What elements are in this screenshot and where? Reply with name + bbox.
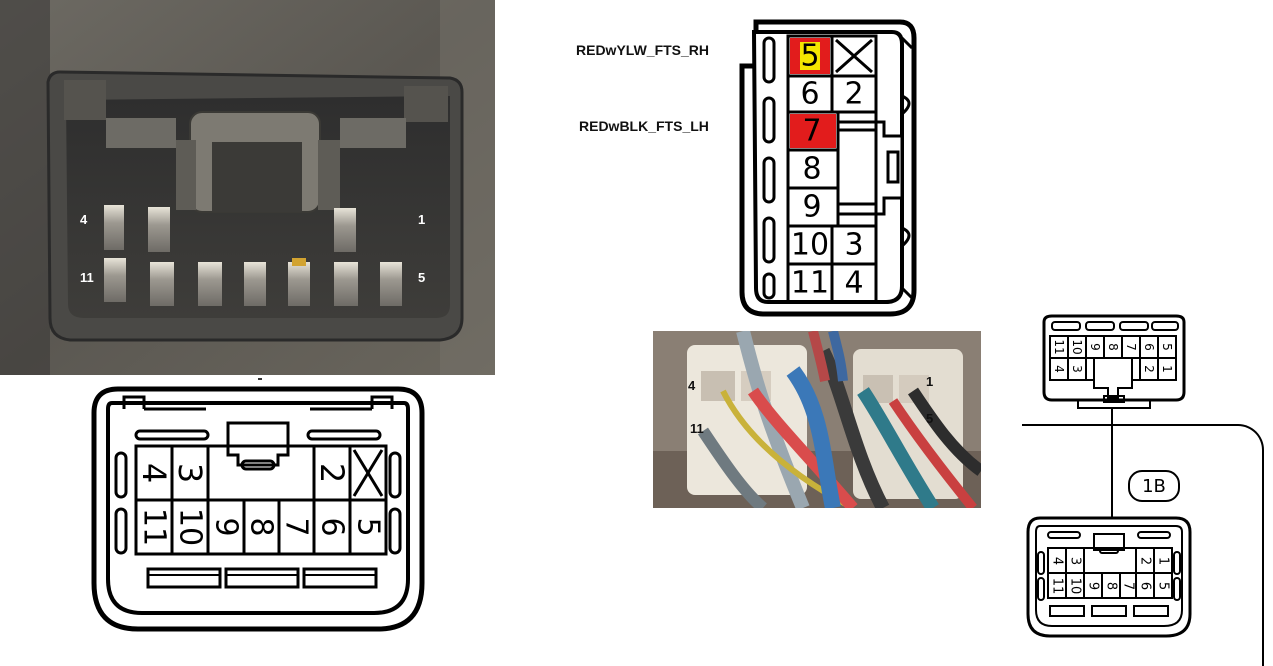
wire-label-redwylw-fts-rh: REDwYLW_FTS_RH: [576, 42, 710, 58]
connector-tag: 1B: [1128, 470, 1180, 502]
cell-6: 6: [800, 77, 819, 112]
cell-11: 11: [1052, 339, 1066, 354]
cell-9: 9: [1088, 343, 1102, 351]
connector-photo-center-drawing: [653, 331, 981, 508]
cell-4: 4: [1052, 365, 1066, 373]
cell-4: 4: [135, 463, 173, 483]
cell-5: 5: [1156, 582, 1171, 590]
cell-8: 8: [244, 517, 279, 536]
connector-photo-center: 4 1 11 5: [653, 331, 981, 508]
connector-diagram-vertical-drawing: 5 6 2 7 8 9 10 3 11 4: [739, 19, 917, 317]
frame-border: [1022, 424, 1264, 666]
cell-4: 4: [1050, 557, 1065, 565]
cell-4: 4: [844, 266, 863, 301]
connector-photo-top-left-drawing: [0, 0, 495, 375]
cell-7: 7: [802, 114, 821, 149]
cell-5: 5: [351, 517, 386, 536]
cell-11: 11: [137, 508, 172, 546]
cell-9: 9: [209, 517, 244, 536]
pin-label-5: 5: [926, 411, 934, 426]
pin-label-4: 4: [80, 212, 88, 227]
cell-7: 7: [279, 517, 314, 536]
cell-8: 8: [1106, 343, 1120, 351]
cell-1: 1: [1160, 365, 1174, 373]
cell-11: 11: [791, 266, 829, 301]
cell-7: 7: [1121, 582, 1136, 590]
connector-tag-label: 1B: [1142, 475, 1166, 497]
cell-2: 2: [313, 463, 351, 483]
connector-diagram-small-bottom-drawing: 4 3 2 1 11 10 9 8 7 6 5: [1026, 516, 1192, 638]
cell-8: 8: [802, 152, 821, 187]
wire-label-redwblk-fts-lh: REDwBLK_FTS_LH: [579, 118, 709, 134]
pin-label-11: 11: [80, 270, 94, 285]
pin-label-11: 11: [690, 421, 704, 436]
connector-diagram-vertical: 5 6 2 7 8 9 10 3 11 4: [734, 18, 924, 318]
cell-2: 2: [844, 77, 863, 112]
cell-10: 10: [173, 508, 208, 546]
cell-10: 10: [791, 228, 829, 263]
cell-6: 6: [1138, 582, 1153, 590]
cell-11: 11: [1050, 578, 1065, 595]
cell-1: 1: [1156, 557, 1171, 565]
cell-3: 3: [171, 463, 209, 483]
cell-5: 5: [1160, 343, 1174, 351]
cell-10: 10: [1070, 339, 1084, 354]
connector-diagram-small-top: 11 10 9 8 7 6 5 4 3 2 1: [1034, 312, 1194, 412]
cell-5: 5: [800, 39, 819, 74]
cell-9: 9: [802, 190, 821, 225]
cell-2: 2: [1138, 557, 1153, 565]
connector-diagram-bottom-left: 4 3 2 11 10 9 8 7 6 5: [88, 383, 428, 638]
connector-diagram-small-top-drawing: 11 10 9 8 7 6 5 4 3 2 1: [1042, 314, 1186, 409]
cell-3: 3: [844, 228, 863, 263]
pin-label-1: 1: [418, 212, 426, 227]
pin-label-5: 5: [418, 270, 426, 285]
cell-10: 10: [1068, 578, 1083, 595]
connector-line: [1111, 408, 1113, 518]
connector-photo-top-left: 4 1 11 5: [0, 0, 495, 375]
cell-7: 7: [1124, 343, 1138, 351]
pin-label-4: 4: [688, 378, 696, 393]
cell-6: 6: [1142, 343, 1156, 351]
cell-3: 3: [1070, 365, 1084, 373]
cell-2: 2: [1142, 365, 1156, 373]
cell-3: 3: [1068, 557, 1083, 565]
pin-label-1: 1: [926, 374, 934, 389]
connector-diagram-bottom-left-drawing: 4 3 2 11 10 9 8 7 6 5: [91, 386, 425, 632]
cell-9: 9: [1086, 582, 1101, 590]
cell-6: 6: [315, 517, 350, 536]
stray-mark: [258, 378, 262, 380]
connector-diagram-small-bottom: 4 3 2 1 11 10 9 8 7 6 5: [1024, 514, 1194, 640]
cell-8: 8: [1104, 582, 1119, 590]
